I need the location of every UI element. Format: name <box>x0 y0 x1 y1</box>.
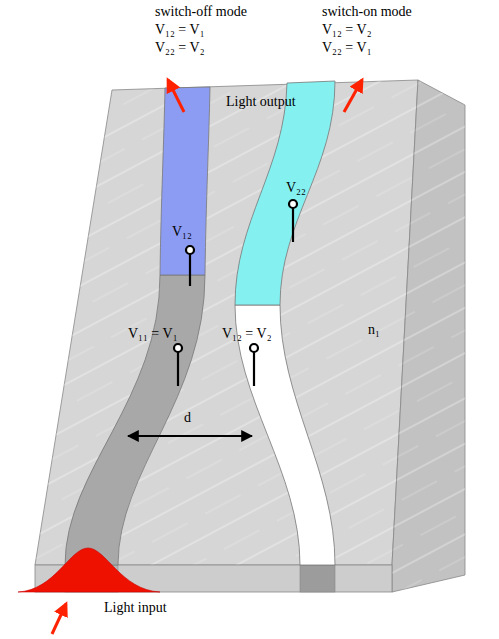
surface-texture <box>35 80 418 565</box>
electrode-pins <box>174 200 297 386</box>
left-upper-electrode <box>160 87 210 275</box>
electrode-voltage: V₁₂ = V₂ <box>222 326 272 342</box>
right-guide-end <box>300 565 335 592</box>
mode-heading: switch-on mode <box>322 4 412 20</box>
side-face <box>392 80 465 592</box>
input-label: Light input <box>104 600 167 616</box>
electrode-voltage: V₂₂ <box>286 180 306 196</box>
output-arrow-off <box>168 80 184 112</box>
voltage-setting: V₂₂ = V₂ <box>155 40 205 56</box>
refractive-index: n₁ <box>368 322 380 338</box>
top-face <box>35 80 418 565</box>
side-texture <box>392 80 465 592</box>
dimension-label: d <box>184 410 191 426</box>
output-label: Light output <box>226 94 296 110</box>
left-lower-electrode <box>65 275 205 565</box>
gaussian-beam <box>18 548 160 592</box>
output-arrow-on <box>344 80 362 112</box>
voltage-setting: V₂₂ = V₁ <box>322 40 372 56</box>
voltage-setting: V₁₂ = V₁ <box>155 22 205 38</box>
input-arrow <box>52 604 66 634</box>
electrode-voltage: V₁₁ = V₁ <box>128 326 178 342</box>
separation-arrow <box>128 435 252 437</box>
voltage-setting: V₁₂ = V₂ <box>322 22 372 38</box>
electrode-voltage: V₁₂ <box>172 224 192 240</box>
mode-heading: switch-off mode <box>155 4 247 20</box>
right-upper-electrode <box>235 81 335 305</box>
